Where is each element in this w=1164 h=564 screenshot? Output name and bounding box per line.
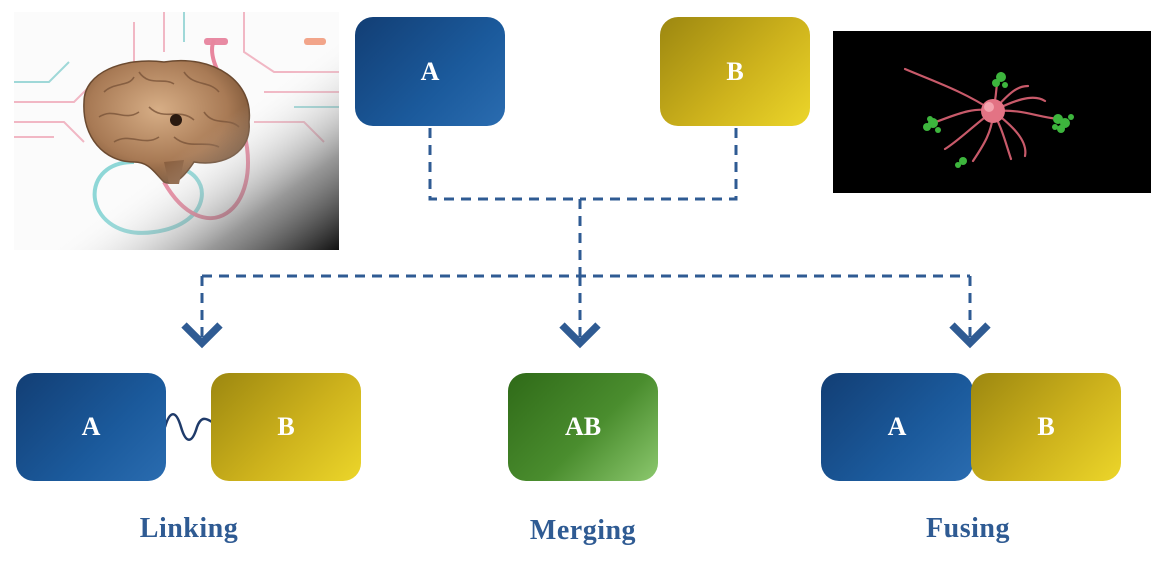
fusing-a-label: A <box>887 412 907 441</box>
fusing-caption: Fusing <box>926 513 1010 544</box>
connector-b <box>580 128 738 201</box>
connector-a <box>428 128 580 201</box>
source-b-box: B <box>660 17 810 126</box>
neuron-illustration <box>833 31 1151 193</box>
linking-caption: Linking <box>139 513 239 544</box>
merging-ab-label: AB <box>564 412 602 441</box>
merging-ab-box: AB <box>508 373 658 481</box>
source-b-label: B <box>726 56 744 86</box>
source-a-label: A <box>420 56 440 86</box>
linking-b-label: B <box>277 412 295 441</box>
linking-a-box: A <box>16 373 166 481</box>
fusing-a-box: A <box>821 373 973 481</box>
fusing-b-label: B <box>1037 412 1055 441</box>
linking-b-box: B <box>211 373 361 481</box>
link-wave-icon <box>163 413 213 441</box>
linking-a-label: A <box>81 412 101 441</box>
merging-caption: Merging <box>529 515 637 546</box>
brain-illustration <box>14 12 339 250</box>
source-a-box: A <box>355 17 505 126</box>
fusing-b-box: B <box>971 373 1121 481</box>
